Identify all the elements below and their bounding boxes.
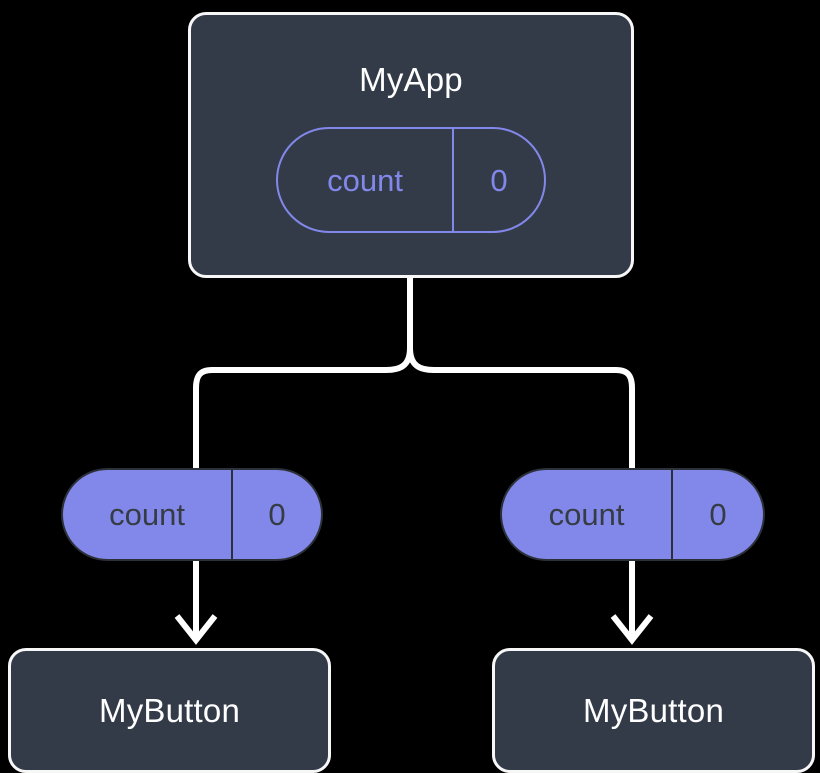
state-pill-value: 0: [671, 470, 763, 559]
state-pill-key: count: [109, 497, 185, 532]
component-node-mybutton-left[interactable]: MyButton: [8, 648, 331, 773]
state-pill-key: count: [327, 162, 403, 198]
state-pill-branch-right[interactable]: count 0: [500, 468, 765, 561]
state-pill-branch-left[interactable]: count 0: [61, 468, 323, 561]
component-node-myapp[interactable]: MyApp: [188, 12, 634, 278]
state-pill-value: 0: [231, 470, 321, 559]
state-pill-myapp[interactable]: count 0: [276, 127, 546, 233]
state-pill-value: 0: [452, 129, 544, 231]
state-pill-key: count: [548, 497, 625, 532]
arrow-head-left-icon: [174, 614, 218, 645]
arrow-head-right-icon: [610, 614, 654, 645]
component-label-mybutton: MyButton: [99, 692, 240, 729]
component-label-myapp: MyApp: [359, 61, 463, 98]
fork-connector-path: [193, 274, 413, 473]
component-label-mybutton: MyButton: [583, 692, 724, 729]
component-node-mybutton-right[interactable]: MyButton: [492, 648, 815, 773]
fork-connector-path-right: [407, 274, 635, 473]
